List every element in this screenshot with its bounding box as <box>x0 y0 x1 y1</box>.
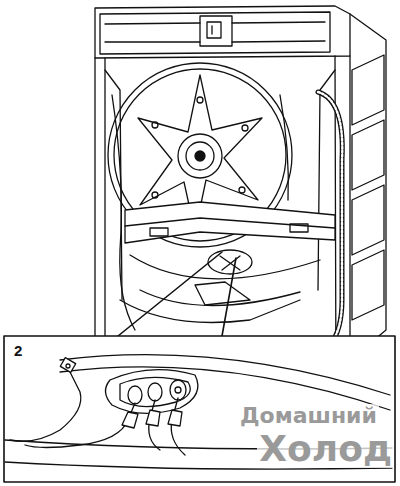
callout-number: 2 <box>12 342 24 359</box>
watermark: Холод <box>257 430 394 468</box>
watermark: Домашний <box>238 404 379 428</box>
